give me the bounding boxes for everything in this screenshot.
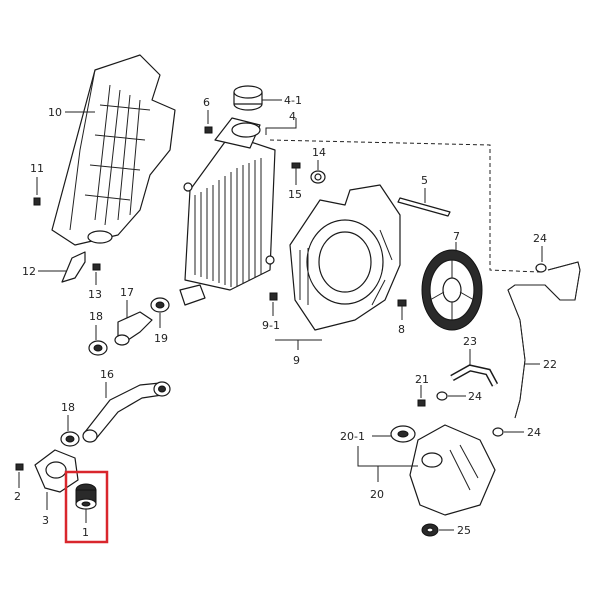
label-15: 15 [288,188,302,201]
part-25-grommet[interactable] [421,523,439,537]
label-24-top: 24 [533,232,547,245]
label-11: 11 [30,162,44,175]
label-8: 8 [398,323,405,336]
label-13: 13 [88,288,102,301]
part-2-screw[interactable] [15,463,24,471]
label-4: 4 [289,110,296,123]
label-9-1: 9-1 [262,319,280,332]
label-24-lower: 24 [527,426,541,439]
highlight-frame-part-1 [64,470,109,544]
part-12-bracket[interactable] [61,251,86,283]
label-23: 23 [463,335,477,348]
part-4-1-radiator-cap[interactable] [233,85,263,111]
label-2: 2 [14,490,21,503]
label-5: 5 [421,174,428,187]
label-24-middle: 24 [468,390,482,403]
label-19: 19 [154,332,168,345]
part-24-clamp-lower[interactable] [492,427,504,437]
label-22: 22 [543,358,557,371]
label-7: 7 [453,230,460,243]
label-14: 14 [312,146,326,159]
label-20-1: 20-1 [340,430,365,443]
part-10-radiator-cover[interactable] [51,54,176,246]
part-5-shaft[interactable] [397,197,451,217]
part-9-1-screw[interactable] [269,292,278,301]
part-1-thermostat[interactable] [75,483,97,510]
part-20-1-reservoir-cap[interactable] [390,425,416,443]
part-13-screw[interactable] [92,263,101,271]
label-21: 21 [415,373,429,386]
part-9-fan-shroud[interactable] [289,184,401,331]
part-24-clamp-middle[interactable] [436,391,448,401]
label-16: 16 [100,368,114,381]
part-4-radiator[interactable] [179,117,276,306]
label-18-upper: 18 [89,310,103,323]
part-17-elbow-hose[interactable] [114,311,153,346]
part-22-overflow-hose[interactable] [507,261,581,419]
label-10: 10 [48,106,62,119]
label-4-1: 4-1 [284,94,302,107]
label-12: 12 [22,265,36,278]
part-15-bolt[interactable] [291,162,301,178]
part-8-bolt[interactable] [397,299,407,314]
label-18-lower: 18 [61,401,75,414]
part-16-long-hose[interactable] [82,382,163,443]
part-20-coolant-reservoir[interactable] [409,424,496,516]
label-3: 3 [42,514,49,527]
label-25: 25 [457,524,471,537]
part-14-nut[interactable] [310,170,326,184]
part-clamp-16[interactable] [153,381,171,397]
label-1: 1 [82,526,89,539]
part-18-clamp-upper[interactable] [88,340,108,356]
part-7-cooling-fan[interactable] [421,249,483,331]
part-11-screw[interactable] [33,197,41,206]
part-24-clamp-top[interactable] [535,263,547,273]
label-17: 17 [120,286,134,299]
part-23-hose[interactable] [450,364,499,387]
label-20: 20 [370,488,384,501]
label-9: 9 [293,354,300,367]
part-6-screw[interactable] [204,126,213,134]
label-6: 6 [203,96,210,109]
part-18-clamp-lower[interactable] [60,431,80,447]
part-19-clamp[interactable] [150,297,170,313]
part-21-screw[interactable] [417,399,426,407]
